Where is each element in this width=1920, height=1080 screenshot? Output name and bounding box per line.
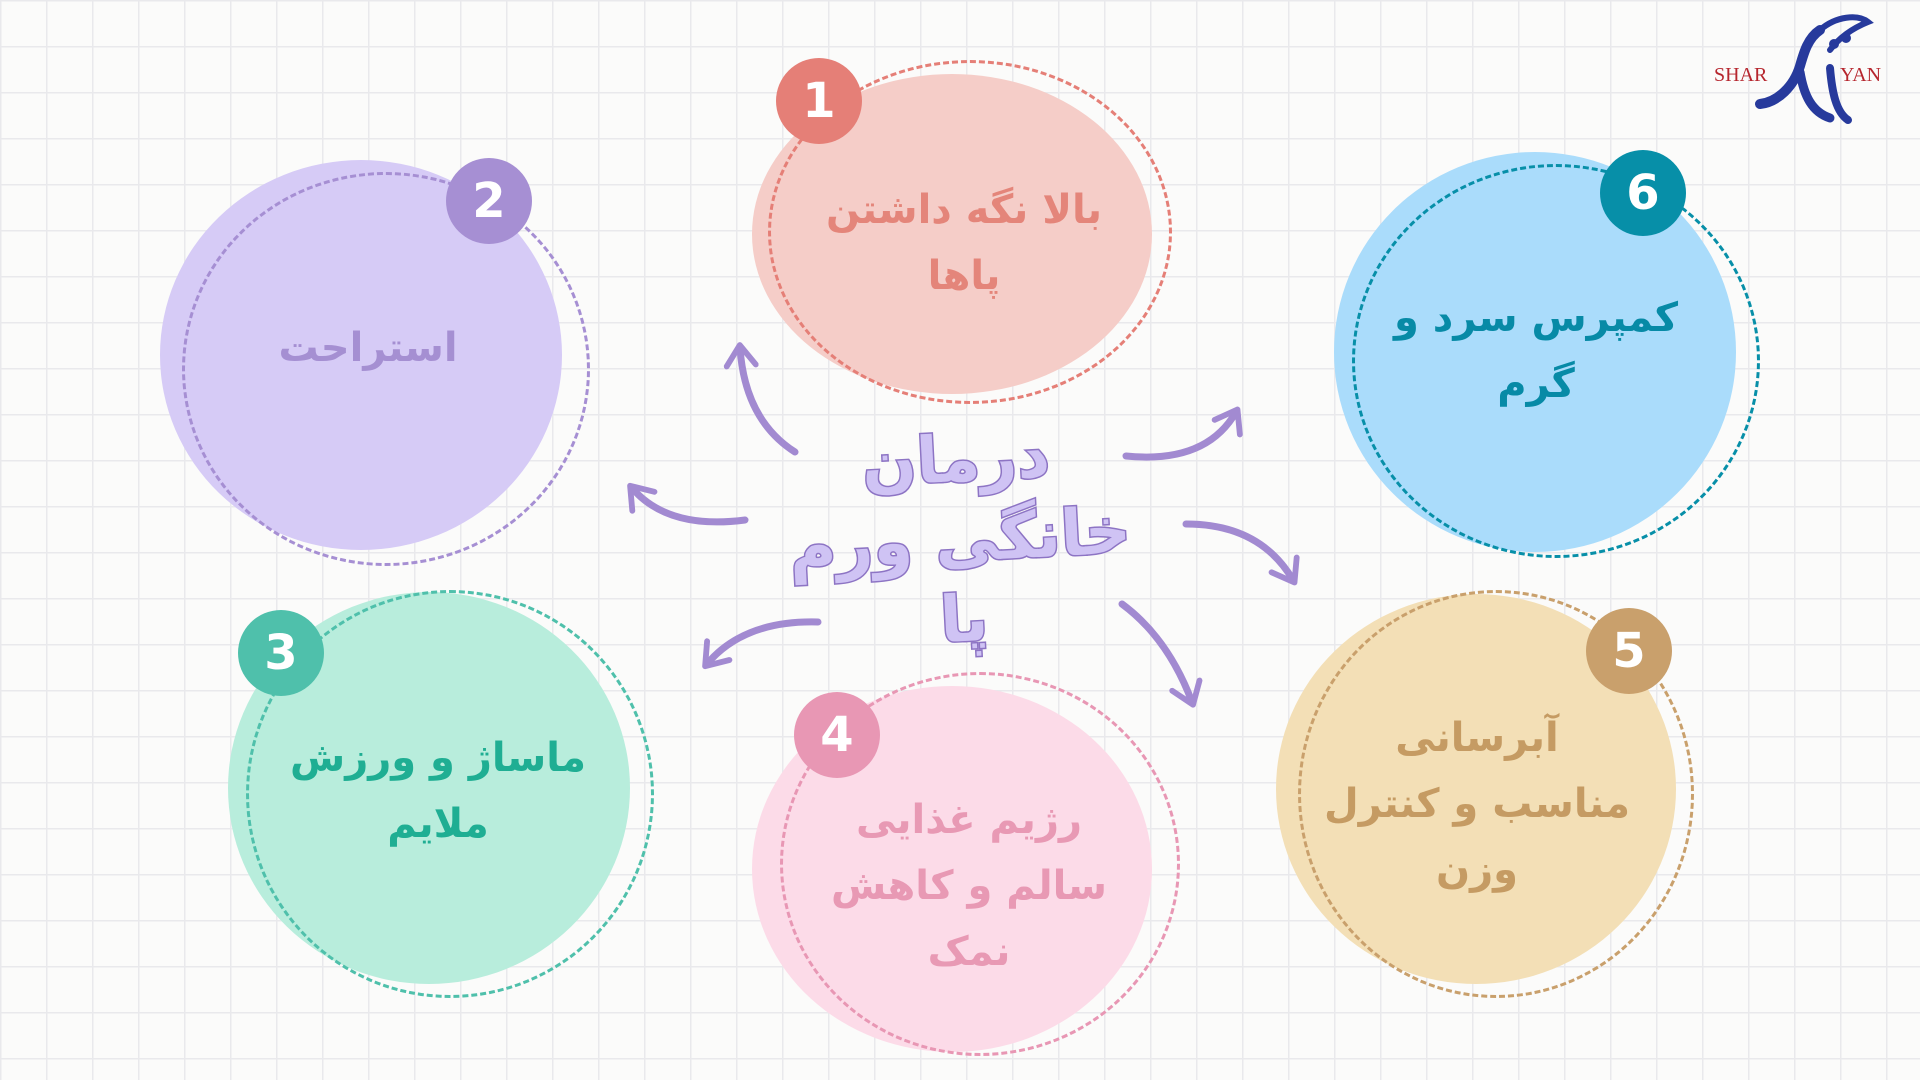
item-3-label: ماساژ و ورزش ملایم bbox=[290, 735, 586, 847]
item-2-label: استراحت bbox=[278, 325, 458, 371]
item-5-ring bbox=[1298, 590, 1694, 998]
item-1-badge: 1 bbox=[776, 58, 862, 144]
item-6: کمپرس سرد و گرم 6 bbox=[1332, 150, 1760, 560]
item-5: آبرسانی مناسب و کنترل وزن 5 bbox=[1276, 588, 1696, 1000]
item-2-ring bbox=[182, 172, 590, 566]
arrow-to-item-4 bbox=[1118, 600, 1203, 708]
logo-mark-icon bbox=[1755, 14, 1874, 124]
item-2: استراحت 2 bbox=[158, 158, 590, 566]
item-6-badge: 6 bbox=[1600, 150, 1686, 236]
item-2-badge: 2 bbox=[446, 158, 532, 244]
item-4-ring bbox=[780, 672, 1180, 1056]
arrow-to-item-6 bbox=[1122, 406, 1243, 461]
brand-logo: SHAR YAN bbox=[1708, 8, 1888, 138]
arrow-to-item-3 bbox=[702, 618, 822, 670]
item-3-ring bbox=[246, 590, 654, 998]
item-5-badge: 5 bbox=[1586, 608, 1672, 694]
item-4-badge: 4 bbox=[794, 692, 880, 778]
item-5-label: آبرسانی مناسب و کنترل وزن bbox=[1323, 715, 1630, 893]
item-3-badge: 3 bbox=[238, 610, 324, 696]
item-4-label: رژیم غذایی سالم و کاهش نمک bbox=[830, 797, 1107, 975]
item-4: رژیم غذایی سالم و کاهش نمک 4 bbox=[748, 672, 1182, 1066]
center-title: درمان خانگی ورم پا bbox=[786, 417, 1134, 660]
item-1: بالا نگه داشتن پاها 1 bbox=[748, 58, 1174, 406]
arrow-to-item-1 bbox=[723, 342, 799, 456]
item-1-label: بالا نگه داشتن پاها bbox=[825, 187, 1103, 299]
arrow-to-item-5 bbox=[1182, 520, 1300, 586]
item-6-label: کمپرس سرد و گرم bbox=[1394, 295, 1678, 407]
item-3: ماساژ و ورزش ملایم 3 bbox=[228, 586, 654, 1000]
logo-text-right: YAN bbox=[1840, 64, 1882, 86]
item-6-ring bbox=[1352, 164, 1760, 558]
item-1-ring bbox=[768, 60, 1172, 404]
arrow-to-item-2 bbox=[627, 482, 749, 526]
logo-text-left: SHAR bbox=[1714, 64, 1768, 86]
